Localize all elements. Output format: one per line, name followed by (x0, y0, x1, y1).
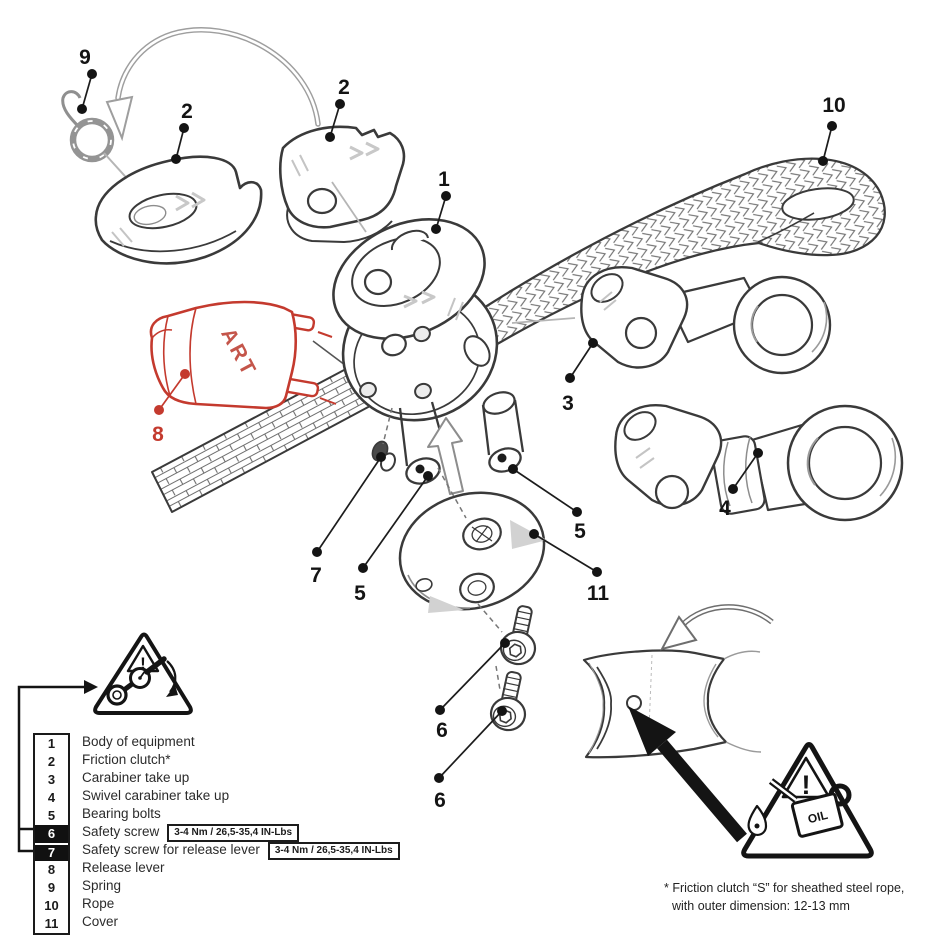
assembly-curved-arrow-top (105, 27, 321, 142)
exclamation-icon: ! (781, 756, 831, 800)
callout-9: 9 (77, 46, 97, 114)
part-label-text: Body of equipment (82, 734, 195, 749)
torque-badge: 3-4 Nm / 26,5-35,4 IN-Lbs (267, 842, 400, 860)
part-label: Bearing bolts (82, 805, 400, 823)
callout-10: 10 (818, 94, 846, 166)
part-11-cover (398, 491, 547, 613)
sheave-detail (582, 649, 762, 759)
part-number: 11 (44, 916, 59, 931)
svg-text:9: 9 (79, 46, 91, 69)
callouts: 1 2 2 3 4 5 5 (77, 46, 846, 812)
parts-number-column: 1 2 3 4 5 6 7 8 9 10 11 (33, 733, 70, 935)
svg-text:10: 10 (822, 94, 845, 117)
part-1-body (332, 218, 499, 422)
part-label: Rope (82, 895, 400, 913)
callout-2-left: 2 (171, 100, 193, 164)
callout-3: 3 (562, 338, 598, 415)
part-label: Carabiner take up (82, 769, 400, 787)
parts-label-column: Body of equipment Friction clutch* Carab… (70, 733, 400, 935)
callout-8: 8 (152, 369, 190, 446)
part-label-text: Carabiner take up (82, 770, 190, 785)
callout-11: 11 (529, 529, 609, 605)
footnote-line-2: with outer dimension: 12-13 mm (672, 899, 850, 914)
assembly-dashed-lines (382, 407, 503, 691)
torque-wrench-icon (106, 656, 178, 706)
part-label: Swivel carabiner take up (82, 787, 400, 805)
part-2-friction-clutch-right (278, 125, 406, 243)
svg-text:!: ! (802, 770, 811, 800)
svg-text:8: 8 (152, 423, 164, 446)
oil-warning-triangle: ! OIL (741, 742, 874, 859)
parts-legend: 1 2 3 4 5 6 7 8 9 10 11 Body of equipmen… (33, 733, 400, 935)
part-label-text: Swivel carabiner take up (82, 788, 230, 803)
part-number: 1 (47, 736, 56, 751)
part-label-text: Safety screw (82, 824, 160, 839)
svg-text:5: 5 (354, 582, 366, 605)
svg-text:7: 7 (310, 564, 322, 587)
part-label-text: Safety screw for release lever (82, 842, 260, 857)
oil-pointer-arrow (628, 706, 747, 843)
part-label-text: Spring (82, 878, 122, 893)
torque-warning-triangle: ! (93, 632, 193, 715)
part-number-highlighted: 6 (35, 825, 68, 843)
legend-pointer-arrow (17, 680, 98, 853)
svg-text:6: 6 (434, 789, 446, 812)
svg-text:1: 1 (438, 168, 450, 191)
part-number-highlighted: 7 (35, 843, 68, 861)
oil-can-icon: OIL (747, 778, 852, 838)
callout-6-lower: 6 (434, 706, 507, 812)
part-4-swivel-carabiner-take-up (614, 404, 904, 522)
part-2-friction-clutch-left (94, 155, 263, 265)
up-arrow (427, 417, 464, 495)
part-label-text: Release lever (82, 860, 165, 875)
part-number: 5 (47, 808, 56, 823)
footnote-line-1: * Friction clutch “S” for sheathed steel… (664, 881, 905, 895)
footnote: * Friction clutch “S” for sheathed steel… (664, 879, 920, 915)
rotation-curved-arrow (660, 604, 774, 651)
svg-text:OIL: OIL (806, 808, 829, 826)
part-label: Spring (82, 877, 400, 895)
callout-6-upper: 6 (435, 638, 510, 742)
callout-5-right: 5 (508, 464, 586, 543)
callout-4: 4 (719, 448, 763, 520)
part-number: 3 (47, 772, 56, 787)
svg-text:4: 4 (719, 497, 731, 520)
part-label: Safety screw 3-4 Nm / 26,5-35,4 IN-Lbs (82, 823, 400, 842)
svg-text:2: 2 (338, 76, 350, 99)
torque-badge: 3-4 Nm / 26,5-35,4 IN-Lbs (167, 824, 300, 842)
part-label: Safety screw for release lever 3-4 Nm / 2… (82, 841, 400, 860)
callout-1: 1 (431, 168, 451, 234)
part-6-safety-screws (489, 605, 537, 732)
svg-text:11: 11 (587, 582, 610, 605)
part-number: 4 (47, 790, 56, 805)
part-number: 8 (47, 862, 56, 877)
part-label-text: Friction clutch* (82, 752, 171, 767)
svg-text:3: 3 (562, 392, 574, 415)
svg-text:5: 5 (574, 520, 586, 543)
part-number: 2 (47, 754, 56, 769)
svg-text:6: 6 (436, 719, 448, 742)
svg-text:!: ! (140, 654, 146, 673)
part-number: 10 (44, 898, 59, 913)
part-label: Body of equipment (82, 733, 400, 751)
part-8-release-lever: ART (149, 300, 337, 410)
part-label-text: Bearing bolts (82, 806, 161, 821)
callout-2-right: 2 (325, 76, 350, 142)
svg-text:2: 2 (181, 100, 193, 123)
part-label-text: Cover (82, 914, 119, 929)
part-label-text: Rope (82, 896, 115, 911)
callout-5-left: 5 (354, 471, 433, 605)
part-label: Friction clutch* (82, 751, 400, 769)
callout-7: 7 (310, 452, 386, 587)
part-number: 9 (47, 880, 56, 895)
part-label: Cover (82, 913, 400, 931)
part-label: Release lever (82, 859, 400, 877)
part-3-carabiner-take-up (511, 266, 832, 375)
